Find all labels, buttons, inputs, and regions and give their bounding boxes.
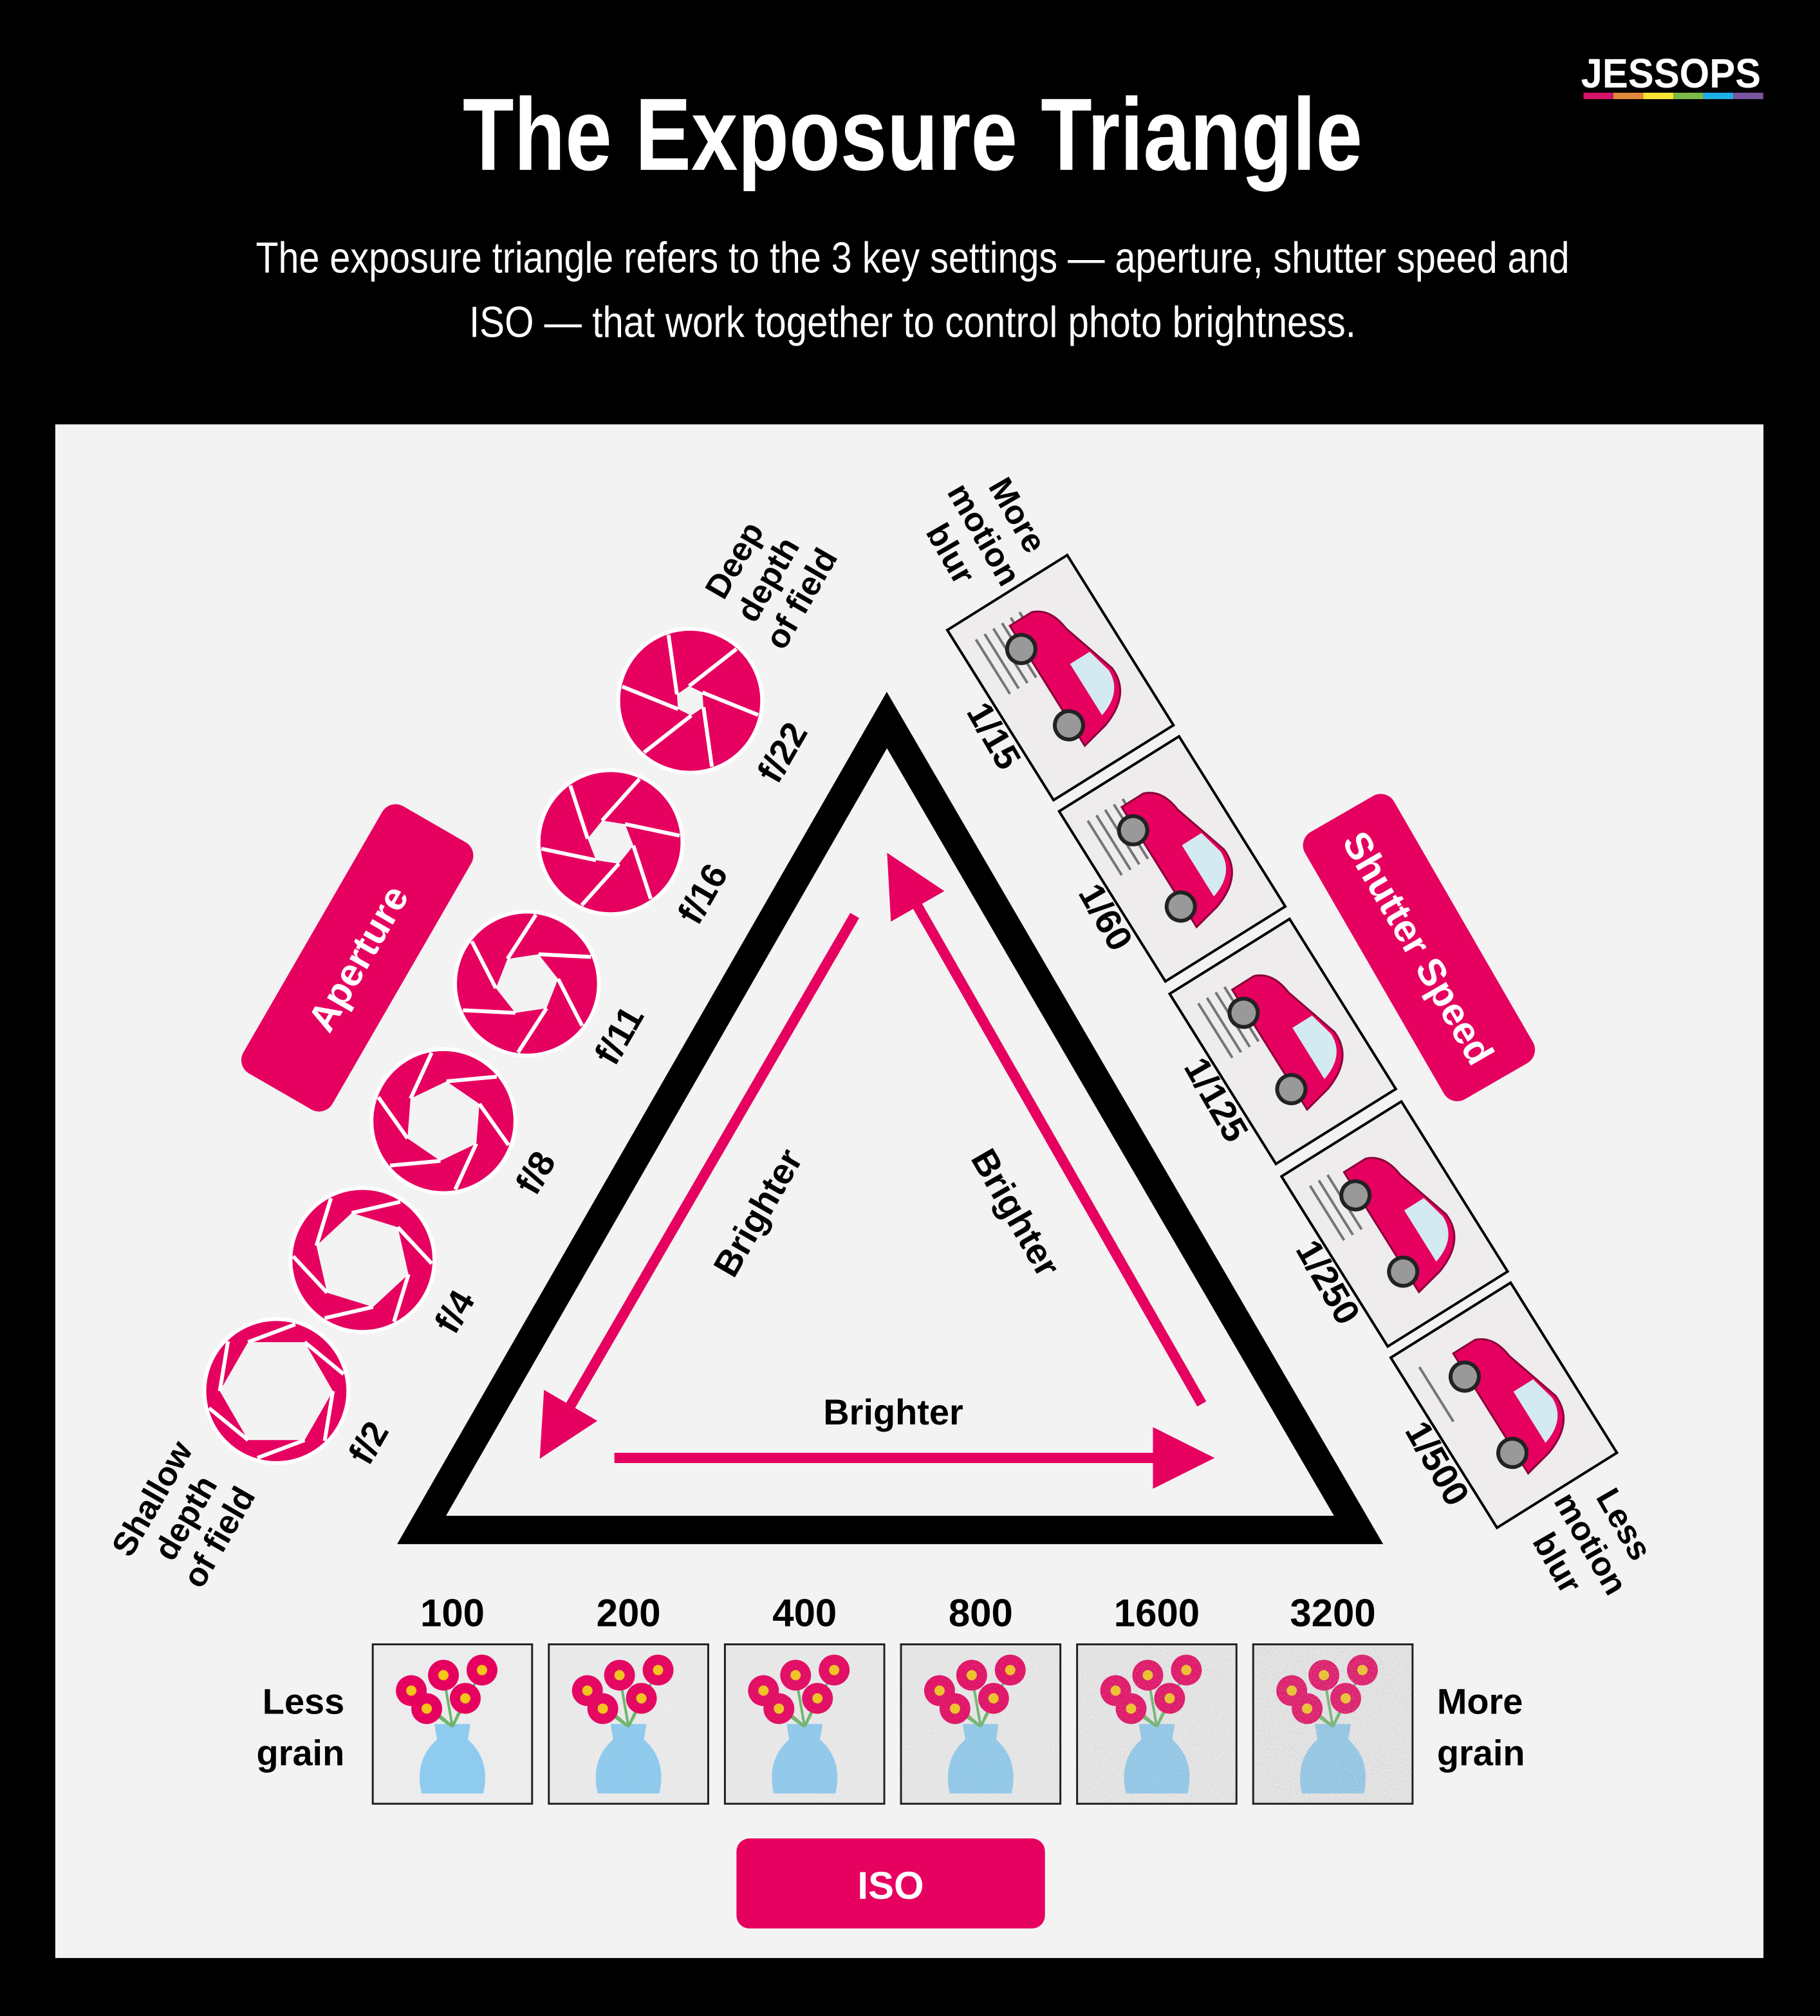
logo-stripe-segment [1643, 93, 1674, 99]
svg-text:JESSOPS: JESSOPS [1581, 50, 1761, 97]
exposure-triangle [397, 691, 1384, 1544]
logo-stripe-segment [1613, 93, 1644, 99]
car-icon [1117, 792, 1233, 929]
iso-value-label: 800 [949, 1592, 1013, 1635]
less-grain-note-2: grain [257, 1732, 345, 1773]
logo-stripe-segment [1583, 93, 1614, 99]
iso-values: 100 200 400 800 1600 3200 [371, 1592, 1414, 1805]
iso-badge: ISO [736, 1838, 1045, 1928]
car-icon [1448, 1338, 1565, 1475]
car-icon [1227, 974, 1344, 1112]
aperture-icon [369, 1047, 517, 1195]
car-icon [1005, 610, 1122, 747]
aperture-icon [536, 768, 685, 917]
vase-icon [420, 1724, 485, 1794]
iso-flower-thumbnail [1252, 1643, 1414, 1805]
logo-stripe-segment [1703, 93, 1734, 99]
svg-text:ISO: ISO [857, 1864, 924, 1907]
arrow-shutter-brighter [887, 852, 1207, 1407]
brighter-label-bottom: Brighter [823, 1392, 963, 1432]
iso-flower-thumbnail [1076, 1643, 1238, 1805]
more-grain-note-1: More [1437, 1681, 1523, 1721]
subtitle-line-1: The exposure triangle refers to the 3 ke… [255, 234, 1569, 283]
iso-flower-thumbnail [900, 1643, 1062, 1805]
car-motion-thumbnail [1279, 1099, 1510, 1349]
aperture-icon [202, 1317, 351, 1465]
aperture-icon [616, 626, 765, 775]
subtitle-line-2: ISO — that work together to control phot… [469, 298, 1356, 346]
iso-flower-thumbnail [723, 1643, 886, 1805]
car-icon [1339, 1157, 1456, 1294]
car-motion-thumbnail [945, 553, 1176, 802]
iso-value-label: 400 [772, 1592, 837, 1635]
iso-value-label: 3200 [1290, 1592, 1375, 1635]
car-motion-thumbnail [1167, 917, 1398, 1166]
less-grain-note-1: Less [263, 1681, 344, 1721]
logo-stripe-segment [1733, 93, 1763, 99]
iso-value-label: 1600 [1114, 1592, 1200, 1635]
iso-flower-thumbnail [548, 1643, 709, 1805]
jessops-logo: JESSOPS [1581, 50, 1763, 99]
iso-value-label: 100 [420, 1592, 485, 1635]
more-grain-note-2: grain [1437, 1732, 1525, 1773]
car-motion-thumbnail [1057, 734, 1287, 984]
aperture-icon [288, 1186, 437, 1334]
page-title: The Exposure Triangle [463, 77, 1362, 192]
car-motion-thumbnail [1389, 1281, 1619, 1530]
logo-stripe-segment [1673, 93, 1704, 99]
iso-flower-thumbnail [371, 1643, 534, 1805]
aperture-icon [453, 910, 601, 1058]
iso-value-label: 200 [597, 1592, 661, 1635]
arrow-aperture-brighter [539, 913, 860, 1459]
